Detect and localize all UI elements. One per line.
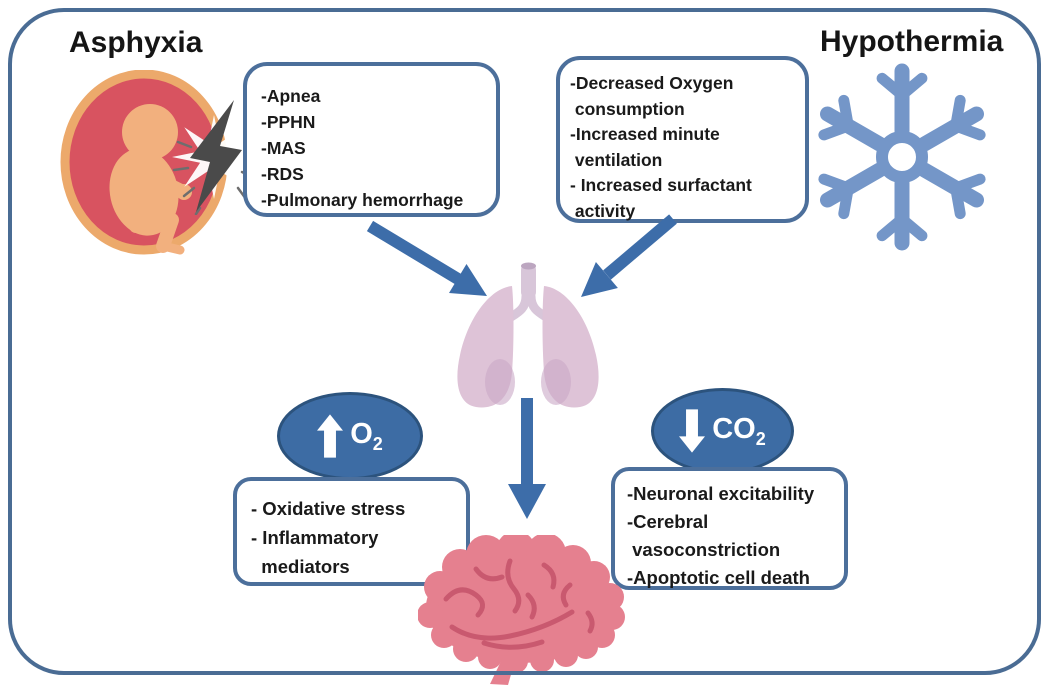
down-arrow-icon <box>679 409 706 453</box>
box-line: -Cerebral <box>627 511 709 532</box>
box-line: activity <box>570 200 636 221</box>
hypothermia-effects-box: -Decreased Oxygen consumption -Increased… <box>556 56 809 223</box>
o2-label: O2 <box>350 417 383 454</box>
snowflake-icon <box>812 60 992 255</box>
box-line: - Increased surfactant <box>570 175 752 195</box>
box-line: consumption <box>570 98 685 119</box>
oxygen-effects-box: - Oxidative stress - Inflammatory mediat… <box>233 477 470 586</box>
co2-decrease-bubble: CO2 <box>651 388 794 474</box>
box-line: -Apnea <box>261 86 321 106</box>
hypothermia-title: Hypothermia <box>820 25 1004 58</box>
box-line: -Pulmonary hemorrhage <box>261 190 464 210</box>
box-line: -Apoptotic cell death <box>627 567 810 588</box>
up-arrow-icon <box>317 414 344 458</box>
box-line: -Increased minute <box>570 124 720 144</box>
co2-label: CO2 <box>712 412 766 449</box>
box-line: -MAS <box>261 138 306 158</box>
arrow-hypothermia-to-lungs <box>581 214 677 297</box>
lungs-icon <box>448 260 608 412</box>
asphyxia-effects-box: -Apnea -PPHN -MAS -RDS -Pulmonary hemorr… <box>243 62 500 217</box>
box-line: ventilation <box>570 149 663 170</box>
arrow-asphyxia-to-lungs <box>366 220 487 296</box>
arrow-lungs-to-brain <box>508 398 546 519</box>
box-line: mediators <box>251 556 350 577</box>
box-line: - Oxidative stress <box>251 498 406 519</box>
box-line: -Neuronal excitability <box>627 483 815 504</box>
fetus-icon <box>58 70 233 255</box>
box-line: -PPHN <box>261 112 316 132</box>
box-line: -Decreased Oxygen <box>570 73 734 93</box>
o2-increase-bubble: O2 <box>277 392 423 480</box>
box-line: - Inflammatory <box>251 527 379 548</box>
brain-icon <box>418 535 630 686</box>
box-line: vasoconstriction <box>627 539 781 560</box>
co2-effects-box: -Neuronal excitability -Cerebral vasocon… <box>611 467 848 590</box>
box-line: -RDS <box>261 164 304 184</box>
asphyxia-title: Asphyxia <box>69 26 203 59</box>
